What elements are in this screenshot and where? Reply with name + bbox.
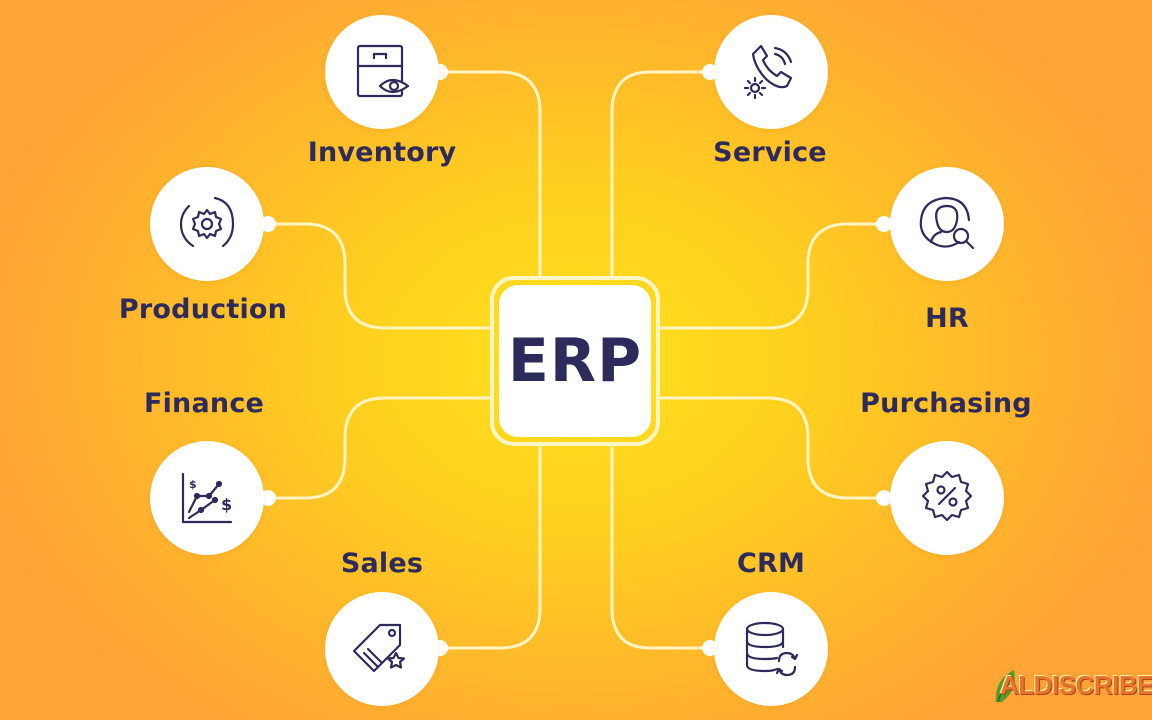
- price-tag-star-icon: [352, 623, 406, 673]
- user-search-icon: [919, 196, 975, 250]
- connector-dot: [876, 216, 892, 232]
- node-hr: [890, 167, 1004, 281]
- leaf-logo-icon: [995, 670, 1015, 703]
- node-crm: [714, 592, 828, 706]
- watermark-logo: ALDISCRIBE: [992, 662, 1152, 708]
- connector-inventory: [438, 70, 542, 278]
- connector-dot: [260, 216, 276, 232]
- database-sync-icon: [745, 621, 799, 677]
- node-sales: [325, 592, 439, 706]
- svg-text:$: $: [221, 495, 232, 514]
- node-production: [150, 167, 264, 281]
- node-purchasing: [890, 441, 1004, 555]
- connector-dot: [876, 490, 892, 506]
- inventory-cabinet-eye-icon: [356, 44, 410, 98]
- erp-center-box: ERP: [490, 276, 660, 446]
- label-inventory: Inventory: [307, 137, 457, 168]
- erp-center-card: ERP: [499, 285, 651, 437]
- label-crm: CRM: [736, 548, 806, 579]
- label-finance: Finance: [143, 388, 265, 419]
- label-production: Production: [118, 294, 288, 325]
- node-inventory: [325, 15, 439, 129]
- connector-production: [266, 222, 492, 330]
- svg-text:$: $: [189, 478, 197, 491]
- label-service: Service: [713, 137, 827, 168]
- connector-crm: [610, 444, 712, 650]
- phone-gear-icon: [743, 44, 793, 100]
- erp-title: ERP: [507, 326, 643, 396]
- node-service: [714, 15, 828, 129]
- label-sales: Sales: [340, 548, 424, 579]
- connector-hr: [658, 222, 886, 330]
- label-purchasing: Purchasing: [860, 388, 1032, 419]
- gear-cycle-icon: [179, 196, 235, 248]
- connector-dot: [260, 490, 276, 506]
- connector-sales: [438, 444, 542, 650]
- connector-service: [610, 70, 712, 278]
- node-finance: $ $: [150, 441, 264, 555]
- label-hr: HR: [925, 303, 969, 334]
- finance-chart-dollar-icon: $ $: [181, 472, 232, 524]
- watermark-text: ALDISCRIBE: [1000, 669, 1152, 700]
- percent-badge-icon: [921, 470, 973, 522]
- connector-purchasing: [658, 396, 886, 500]
- connector-finance: [266, 396, 492, 500]
